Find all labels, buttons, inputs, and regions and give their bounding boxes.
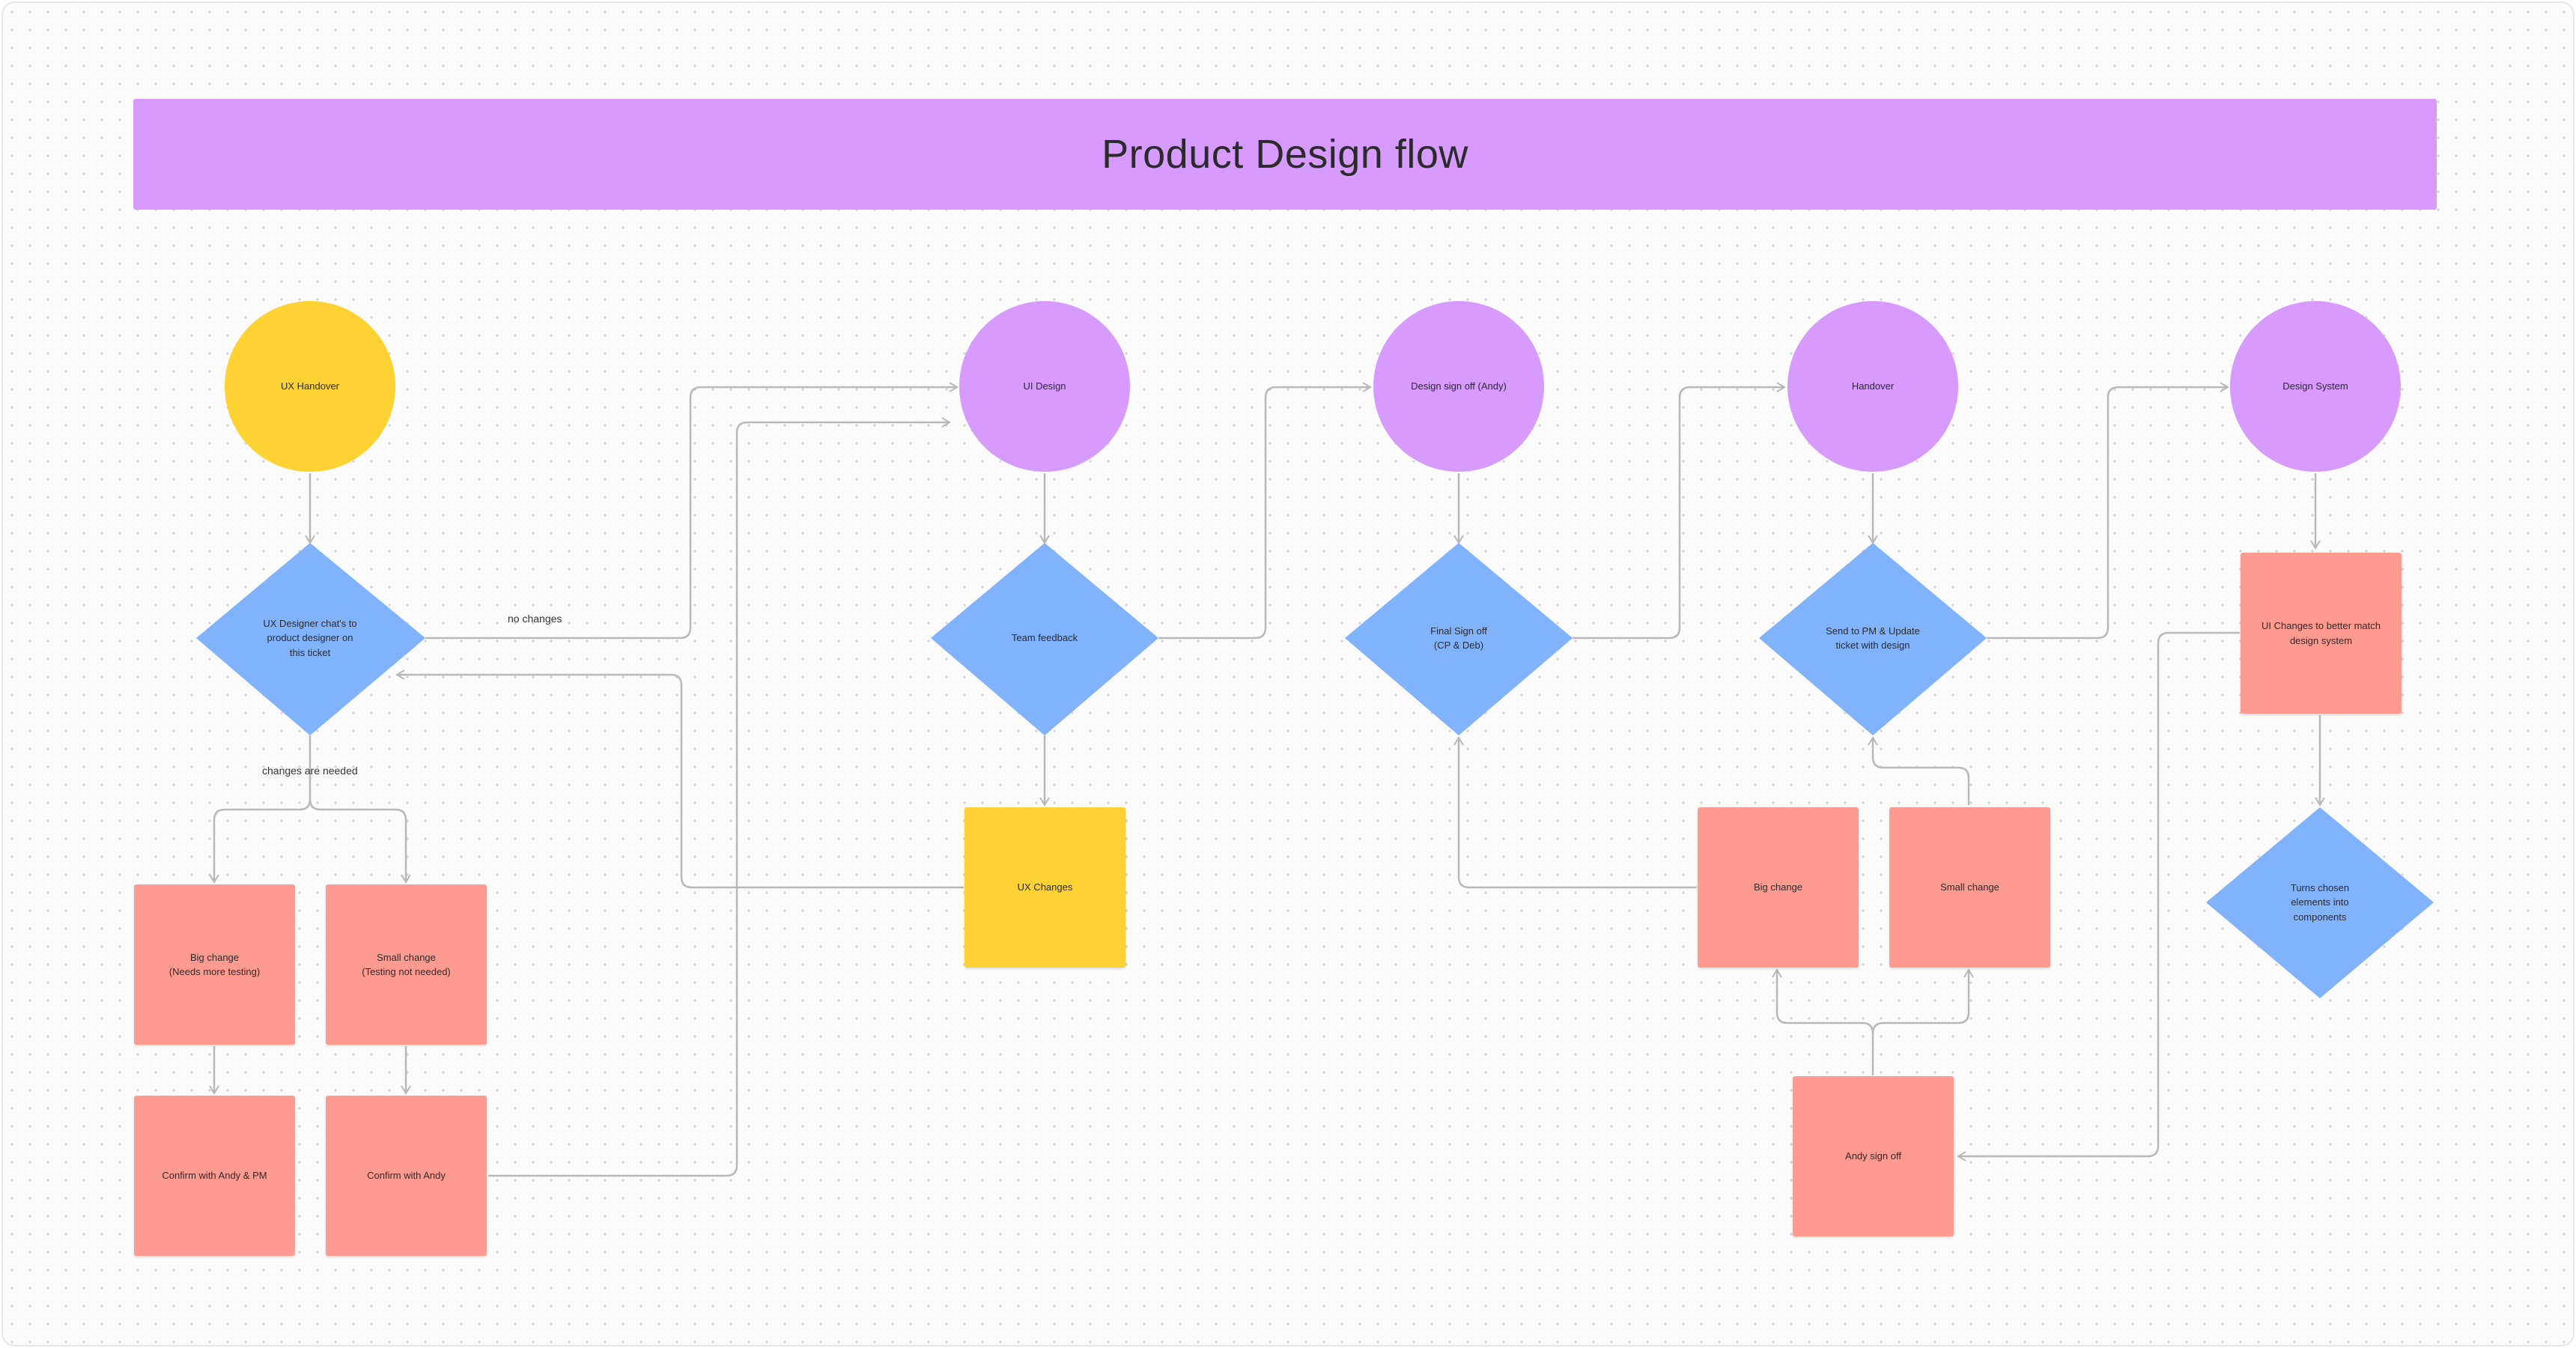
node-ux-designer-chats[interactable]: UX Designer chat's to product designer o… (263, 617, 357, 658)
node-ux-handover[interactable]: UX Handover (225, 301, 395, 472)
connector-split-to-bigchange1 (209, 735, 312, 884)
diagram-title: Product Design flow (1102, 132, 1468, 177)
node-small-change[interactable]: Small change (1889, 807, 2050, 968)
diamond-shape-ux-designer-chats (196, 543, 425, 735)
node-send-to-pm[interactable]: Send to PM & Update ticket with design (1826, 625, 1920, 652)
node-final-sign-off[interactable]: Final Sign off (CP & Deb) (1430, 625, 1487, 652)
connector-uxchanges-to-decision (395, 670, 964, 889)
diagram-title-banner: Product Design flow (133, 99, 2437, 210)
connector-confirmandy-to-uidesign (488, 417, 951, 1177)
connector-uichanges-to-andy (1957, 631, 2240, 1162)
connector-smallchange2-to-send (1868, 736, 1970, 805)
node-ui-changes-design-system[interactable]: UI Changes to better match design system (2241, 553, 2402, 714)
node-confirm-andy-pm[interactable]: Confirm with Andy & PM (134, 1096, 295, 1256)
node-design-sign-off[interactable]: Design sign off (Andy) (1373, 301, 1544, 472)
node-design-system[interactable]: Design System (2230, 301, 2401, 472)
diamond-shape-send-to-pm (1759, 543, 1987, 735)
edge-label-no-changes: no changes (508, 613, 562, 625)
node-big-change[interactable]: Big change (1698, 807, 1859, 968)
node-turns-chosen[interactable]: Turns chosen elements into components (2290, 881, 2350, 923)
node-handover[interactable]: Handover (1787, 301, 1958, 472)
diamond-shape-turns-chosen (2206, 807, 2434, 998)
diamond-shape-team-feedback (931, 543, 1158, 735)
node-big-change-needs-testing[interactable]: Big change (Needs more testing) (134, 884, 295, 1045)
connector-bigchange2-to-final (1453, 736, 1697, 889)
node-andy-sign-off[interactable]: Andy sign off (1793, 1076, 1954, 1236)
node-confirm-andy[interactable]: Confirm with Andy (326, 1096, 487, 1256)
connector-nochanges-to-uidesign (425, 382, 959, 640)
connector-andy-to-smallchange2 (1871, 968, 1974, 1034)
node-ui-design[interactable]: UI Design (959, 301, 1130, 472)
node-small-change-no-testing[interactable]: Small change (Testing not needed) (326, 884, 487, 1045)
diamond-shape-final-sign-off (1345, 543, 1573, 735)
node-team-feedback[interactable]: Team feedback (1011, 632, 1078, 644)
connector-feedback-to-signoff (1158, 382, 1372, 640)
connector-andy-to-bigchange2 (1772, 968, 1874, 1075)
connector-split-to-smallchange1 (309, 798, 411, 884)
node-ux-changes[interactable]: UX Changes (965, 807, 1126, 968)
edge-label-changes-needed: changes are needed (262, 765, 358, 777)
connector-final-to-handover (1573, 382, 1786, 640)
connector-send-to-designsystem (1987, 382, 2229, 640)
